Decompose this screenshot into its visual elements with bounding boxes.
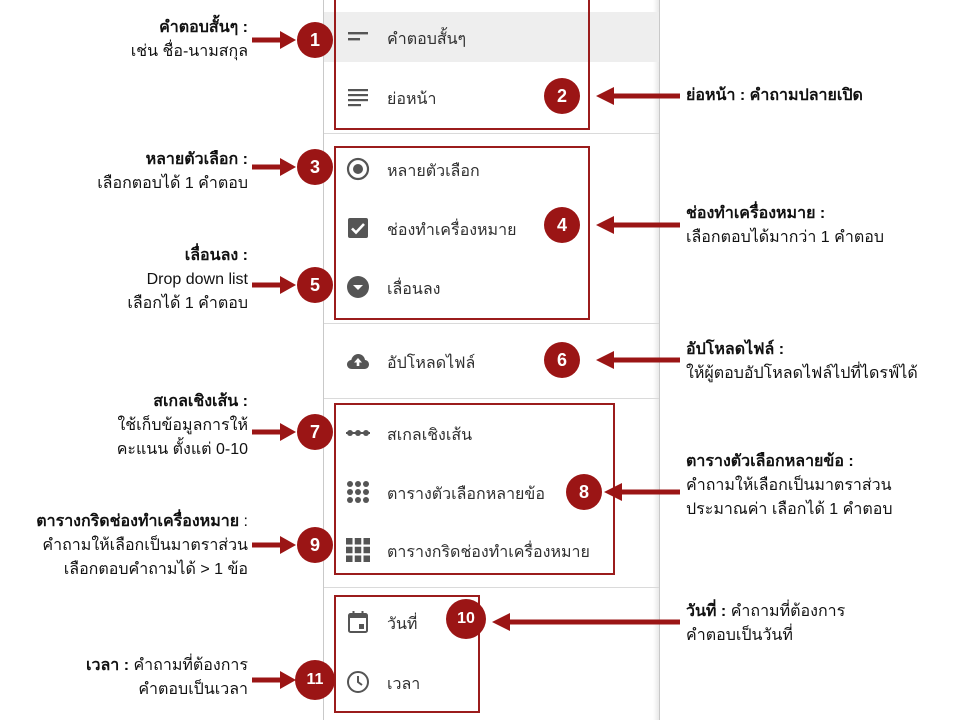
checkbox-icon: [348, 218, 368, 238]
annotation-file-upload: อัปโหลดไฟล์ : ให้ผู้ตอบอัปโหลดไฟล์ไปที่ไ…: [686, 338, 918, 386]
annotation-text: เลือกได้ 1 คำตอบ: [127, 295, 248, 312]
marker-4: 4: [544, 207, 580, 243]
annotation-checkboxes: ช่องทำเครื่องหมาย : เลือกตอบได้มากว่า 1 …: [686, 202, 884, 250]
annotation-text: คำตอบเป็นวันที่: [686, 627, 793, 644]
annotation-title: วันที่ :: [686, 603, 727, 620]
menu-item-label: คำตอบสั้นๆ: [387, 31, 467, 48]
annotation-title: เวลา :: [86, 657, 130, 674]
menu-item-multiple-choice[interactable]: หลายตัวเลือก: [324, 144, 659, 194]
annotation-text: คำถามที่ต้องการ: [726, 603, 846, 620]
annotation-text: เลือกตอบคำถามได้ > 1 ข้อ: [63, 561, 248, 578]
annotation-text: :: [239, 513, 248, 530]
annotation-multiple-choice-grid: ตารางตัวเลือกหลายข้อ : คำถามให้เลือกเป็น…: [686, 450, 893, 522]
annotation-title: หลายตัวเลือก :: [145, 151, 248, 168]
menu-item-label: ย่อหน้า: [387, 91, 437, 108]
marker-3: 3: [297, 149, 333, 185]
marker-11: 11: [295, 660, 335, 700]
clock-icon: [347, 671, 369, 693]
annotation-short-answer: คำตอบสั้นๆ : เช่น ชื่อ-นามสกุล: [131, 16, 248, 64]
menu-item-multiple-choice-grid[interactable]: ตารางตัวเลือกหลายข้อ: [324, 467, 659, 517]
radio-button-icon: [346, 157, 370, 181]
dropdown-circle-icon: [347, 276, 369, 298]
menu-item-time[interactable]: เวลา: [324, 657, 659, 707]
annotation-text: คำถามให้เลือกเป็นมาตราส่วน: [42, 537, 248, 554]
annotation-text: คำถามปลายเปิด: [745, 87, 863, 104]
menu-divider: [324, 398, 659, 399]
annotation-title: ช่องทำเครื่องหมาย :: [686, 205, 826, 222]
marker-8: 8: [566, 474, 602, 510]
menu-item-dropdown[interactable]: เลื่อนลง: [324, 262, 659, 312]
menu-item-label: เวลา: [387, 676, 421, 693]
calendar-icon: [348, 611, 368, 633]
annotation-multiple-choice: หลายตัวเลือก : เลือกตอบได้ 1 คำตอบ: [97, 148, 248, 196]
menu-item-label: วันที่: [387, 616, 418, 633]
paragraph-icon: [348, 89, 368, 107]
annotation-date: วันที่ : คำถามที่ต้องการ คำตอบเป็นวันที่: [686, 600, 845, 648]
annotation-text: คะแนน ตั้งแต่ 0-10: [116, 441, 248, 458]
menu-item-checkboxes[interactable]: ช่องทำเครื่องหมาย: [324, 203, 659, 253]
marker-1: 1: [297, 22, 333, 58]
annotation-title: ตารางตัวเลือกหลายข้อ :: [686, 453, 854, 470]
dot-grid-icon: [347, 481, 369, 503]
annotation-text: เลือกตอบได้มากว่า 1 คำตอบ: [686, 229, 884, 246]
marker-7: 7: [297, 414, 333, 450]
marker-6: 6: [544, 342, 580, 378]
menu-item-label: สเกลเชิงเส้น: [387, 427, 473, 444]
menu-item-label: อัปโหลดไฟล์: [387, 355, 476, 372]
linear-scale-icon: [346, 430, 370, 436]
marker-9: 9: [297, 527, 333, 563]
annotation-text: คำตอบเป็นเวลา: [138, 681, 248, 698]
marker-10: 10: [446, 599, 486, 639]
annotation-title: อัปโหลดไฟล์ :: [686, 341, 785, 358]
annotation-checkbox-grid: ตารางกริดช่องทำเครื่องหมาย : คำถามให้เลื…: [36, 510, 248, 582]
menu-divider: [324, 587, 659, 588]
annotation-paragraph: ย่อหน้า : คำถามปลายเปิด: [686, 84, 863, 108]
annotation-title: คำตอบสั้นๆ :: [159, 19, 248, 36]
annotation-text: ใช้เก็บข้อมูลการให้: [117, 417, 248, 434]
menu-divider: [324, 133, 659, 134]
annotation-time: เวลา : คำถามที่ต้องการ คำตอบเป็นเวลา: [86, 654, 248, 702]
annotation-title: สเกลเชิงเส้น :: [153, 393, 248, 410]
cloud-upload-icon: [347, 354, 369, 369]
annotation-text: เลือกตอบได้ 1 คำตอบ: [97, 175, 248, 192]
annotation-linear-scale: สเกลเชิงเส้น : ใช้เก็บข้อมูลการให้ คะแนน…: [117, 390, 248, 462]
annotation-title: ตารางกริดช่องทำเครื่องหมาย: [36, 513, 240, 530]
menu-item-linear-scale[interactable]: สเกลเชิงเส้น: [324, 408, 659, 458]
annotation-text: ให้ผู้ตอบอัปโหลดไฟล์ไปที่ไดรฟ์ได้: [686, 365, 918, 382]
menu-item-label: ตารางกริดช่องทำเครื่องหมาย: [387, 544, 590, 561]
question-type-menu: คำตอบสั้นๆ ย่อหน้า หลายตัวเลือก ช่องทำเค…: [323, 0, 660, 720]
menu-item-label: ช่องทำเครื่องหมาย: [387, 222, 517, 239]
marker-5: 5: [297, 267, 333, 303]
menu-item-label: เลื่อนลง: [387, 281, 441, 298]
annotation-dropdown: เลื่อนลง : Drop down list เลือกได้ 1 คำต…: [127, 244, 248, 316]
menu-item-label: หลายตัวเลือก: [387, 163, 480, 180]
marker-2: 2: [544, 78, 580, 114]
menu-item-label: ตารางตัวเลือกหลายข้อ: [387, 486, 545, 503]
menu-item-file-upload[interactable]: อัปโหลดไฟล์: [324, 336, 659, 386]
menu-item-paragraph[interactable]: ย่อหน้า: [324, 72, 659, 122]
annotation-title: ย่อหน้า :: [686, 87, 746, 104]
menu-item-short-answer[interactable]: คำตอบสั้นๆ: [324, 12, 659, 62]
annotation-text: Drop down list: [146, 271, 248, 288]
annotation-title: เลื่อนลง :: [184, 247, 248, 264]
annotation-text: คำถามที่ต้องการ: [129, 657, 248, 674]
short-text-icon: [348, 32, 368, 41]
menu-divider: [324, 323, 659, 324]
menu-item-date[interactable]: วันที่: [324, 597, 659, 647]
square-grid-icon: [346, 538, 370, 562]
annotation-text: คำถามให้เลือกเป็นมาตราส่วน: [686, 477, 892, 494]
annotation-text: ประมาณค่า เลือกได้ 1 คำตอบ: [686, 501, 893, 518]
menu-item-checkbox-grid[interactable]: ตารางกริดช่องทำเครื่องหมาย: [324, 525, 659, 575]
annotation-text: เช่น ชื่อ-นามสกุล: [130, 43, 248, 60]
